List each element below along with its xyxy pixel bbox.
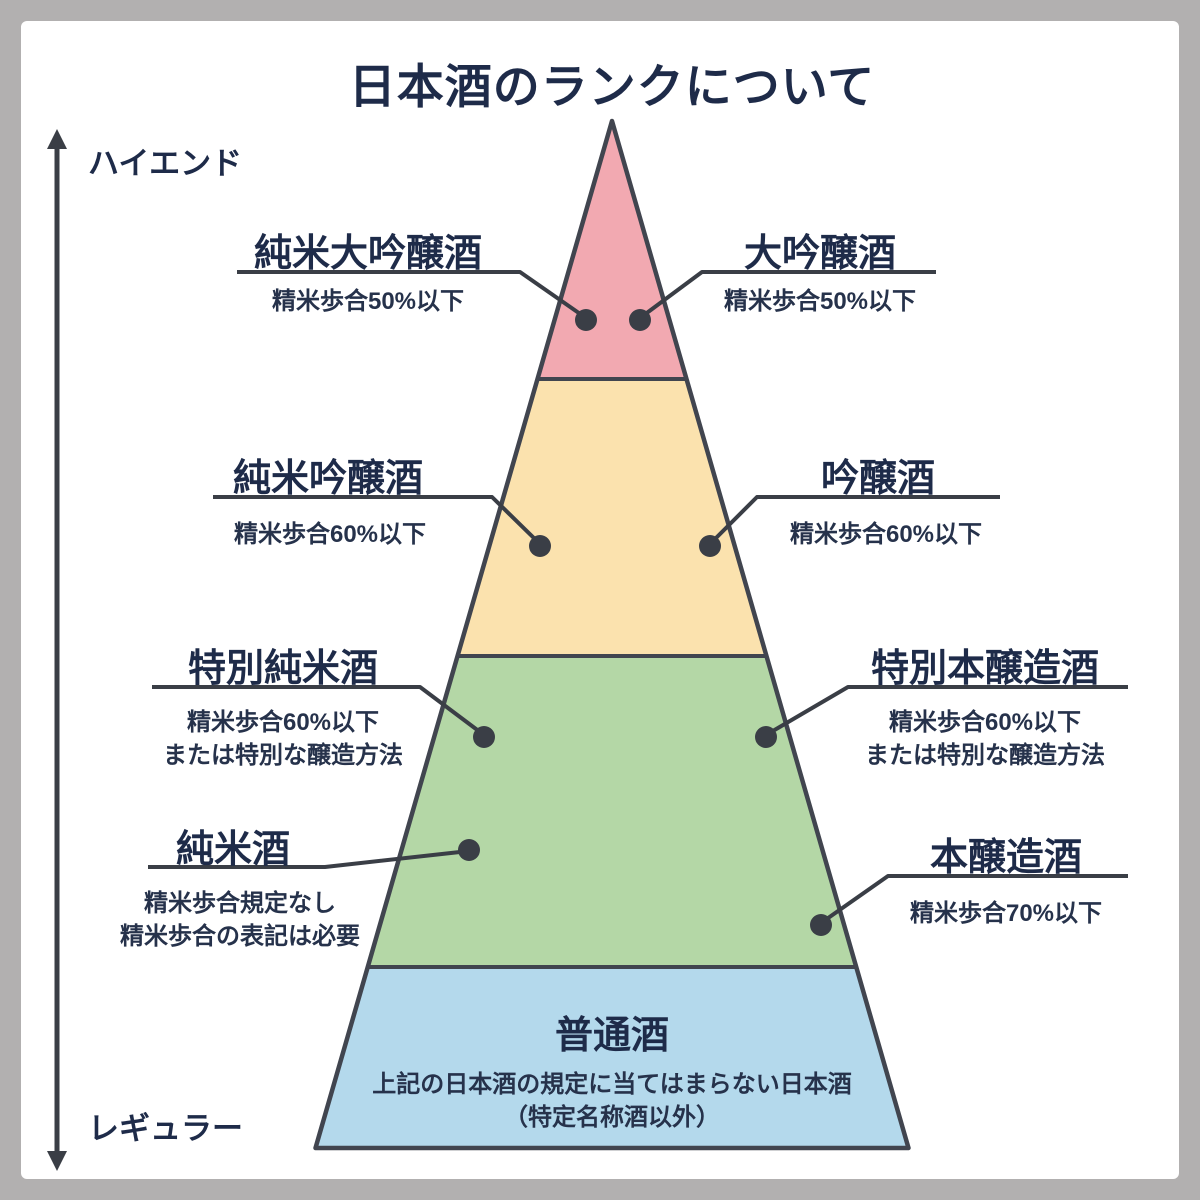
note-honjozo: 精米歩合70%以下: [909, 900, 1103, 927]
note-tokubetsu-honjozo: 精米歩合60%以下 または特別な醸造方法: [865, 706, 1105, 772]
axis-label-high-end: ハイエンド: [88, 146, 243, 181]
rank-axis-arrowhead-bottom: [47, 1151, 67, 1171]
dot-junmai: [458, 839, 480, 861]
note-junmai-daiginjo: 精米歩合50%以下: [271, 288, 465, 315]
label-junmai: 純米酒: [175, 829, 291, 871]
pyramid-tier-daiginjo: [537, 121, 687, 379]
leader-junmai-daiginjo: [237, 270, 588, 320]
pyramid-outline: [313, 118, 911, 1151]
note-futsushu: 上記の日本酒の規定に当てはまらない日本酒 （特定名称酒以外）: [372, 1068, 852, 1134]
note-line: または特別な醸造方法: [865, 742, 1105, 769]
dot-honjozo: [810, 914, 832, 936]
note-junmai: 精米歩合規定なし 精米歩合の表記は必要: [120, 887, 360, 953]
dot-ginjo: [699, 535, 721, 557]
dot-junmai-daiginjo: [575, 309, 597, 331]
note-junmai-ginjo: 精米歩合60%以下: [233, 521, 427, 548]
axis-label-regular: レギュラー: [88, 1111, 243, 1146]
label-tokubetsu-junmai: 特別純米酒: [187, 648, 379, 690]
label-honjozo: 本醸造酒: [929, 837, 1083, 879]
leader-junmai: [148, 849, 470, 869]
label-daiginjo: 大吟醸酒: [743, 233, 897, 275]
page-title: 日本酒のランクについて: [348, 60, 876, 113]
dot-daiginjo: [629, 309, 651, 331]
leader-ginjo: [708, 495, 1000, 546]
dot-tokubetsu-junmai: [473, 726, 495, 748]
rank-axis-arrowhead-top: [47, 129, 67, 149]
note-ginjo: 精米歩合60%以下: [789, 521, 983, 548]
note-daiginjo: 精米歩合50%以下: [723, 288, 917, 315]
leader-honjozo: [819, 874, 1128, 925]
label-ginjo: 吟醸酒: [820, 458, 936, 500]
pyramid-tier-futsushu: [315, 967, 909, 1148]
note-line: 精米歩合60%以下: [888, 709, 1082, 736]
label-futsushu: 普通酒: [554, 1015, 670, 1057]
note-line: （特定名称酒以外）: [504, 1104, 720, 1131]
note-line: 上記の日本酒の規定に当てはまらない日本酒: [372, 1071, 852, 1098]
note-line: 精米歩合の表記は必要: [120, 923, 360, 950]
dot-tokubetsu-honjozo: [755, 726, 777, 748]
label-junmai-daiginjo: 純米大吟醸酒: [253, 233, 483, 275]
label-junmai-ginjo: 純米吟醸酒: [232, 458, 424, 500]
note-line: 精米歩合60%以下: [186, 709, 380, 736]
leader-daiginjo: [638, 270, 936, 320]
note-line: または特別な醸造方法: [163, 742, 403, 769]
note-tokubetsu-junmai: 精米歩合60%以下 または特別な醸造方法: [163, 706, 403, 772]
leader-tokubetsu-honjozo: [764, 685, 1128, 737]
label-tokubetsu-honjozo: 特別本醸造酒: [870, 648, 1100, 690]
dot-junmai-ginjo: [529, 535, 551, 557]
note-line: 精米歩合規定なし: [144, 890, 336, 917]
leader-tokubetsu-junmai: [152, 685, 486, 737]
leader-junmai-ginjo: [213, 495, 542, 546]
pyramid-tier-ginjo: [457, 379, 767, 656]
